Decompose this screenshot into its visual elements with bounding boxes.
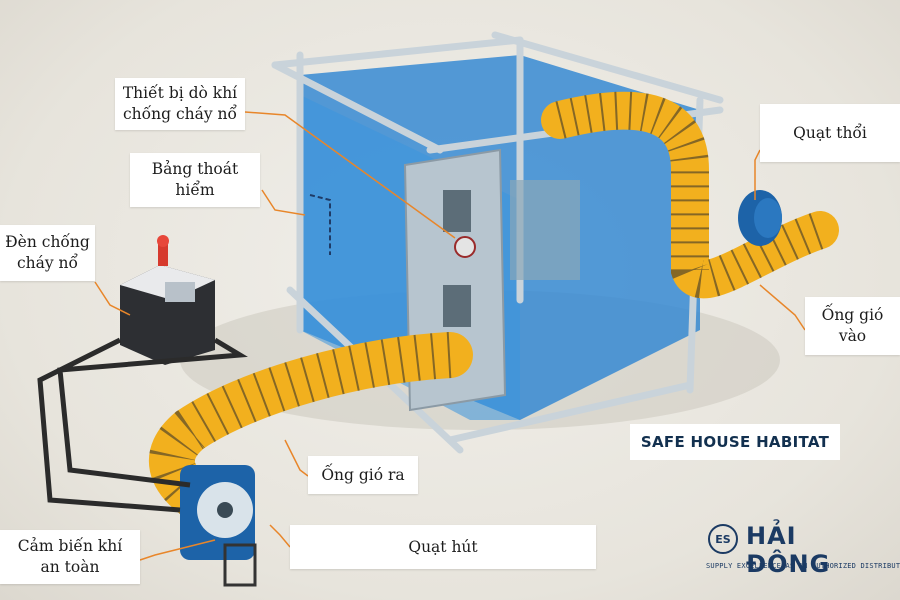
label-outlet-duct: Ống gió ra [308, 456, 418, 494]
label-gas-detector: Thiết bị dò khí chống cháy nổ [115, 78, 245, 130]
logo-tagline: SUPPLY EXCELLENCE AS AN AUTHORIZED DISTR… [706, 562, 900, 570]
company-logo: ES HẢI ĐÔNG SUPPLY EXCELLENCE AS AN AUTH… [706, 522, 900, 578]
label-exit-sign: Bảng thoát hiểm [130, 153, 260, 207]
exit-sign-marker [309, 194, 331, 255]
explosion-proof-light-box [120, 235, 215, 365]
label-explosion-proof-light: Đèn chống cháy nổ [0, 225, 95, 281]
logo-mark-icon: ES [708, 524, 738, 554]
leader-lines [94, 111, 806, 561]
label-blower-fan: Quạt thổi [760, 104, 900, 162]
inlet-duct [541, 91, 839, 299]
control-cables [37, 337, 248, 513]
diagram-title: SAFE HOUSE HABITAT [630, 424, 840, 460]
label-inlet-duct: Ống gió vào [805, 297, 900, 355]
habitat-panel [510, 180, 580, 280]
blower-fan [738, 190, 782, 246]
logo-name: HẢI ĐÔNG [746, 522, 831, 578]
exhaust-fan [180, 465, 257, 587]
label-exhaust-fan: Quạt hút [290, 525, 596, 569]
label-safety-gas-sensor: Cảm biến khí an toàn [0, 530, 140, 584]
outlet-duct [149, 332, 473, 523]
